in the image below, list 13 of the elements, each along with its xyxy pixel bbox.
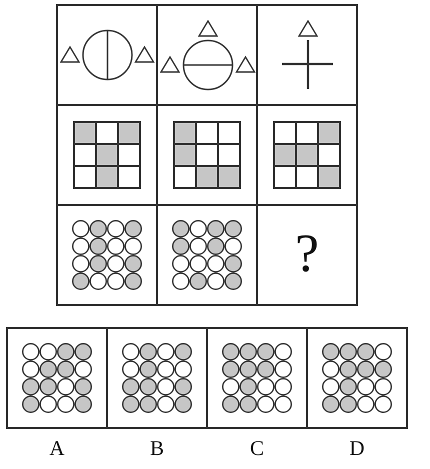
answer-option-cell: [306, 327, 408, 429]
option-label: B: [150, 438, 164, 459]
figure-cell: [256, 204, 358, 306]
figure-cell: [256, 4, 358, 106]
figure-cell: [56, 4, 158, 106]
figure-cell: [56, 204, 158, 306]
answer-option-cell: [106, 327, 208, 429]
answer-option-cell: [6, 327, 108, 429]
answer-option-cell: [206, 327, 308, 429]
question-mark: ?: [295, 226, 319, 280]
option-label: A: [49, 438, 65, 459]
option-label: C: [250, 438, 264, 459]
option-label: D: [349, 438, 365, 459]
